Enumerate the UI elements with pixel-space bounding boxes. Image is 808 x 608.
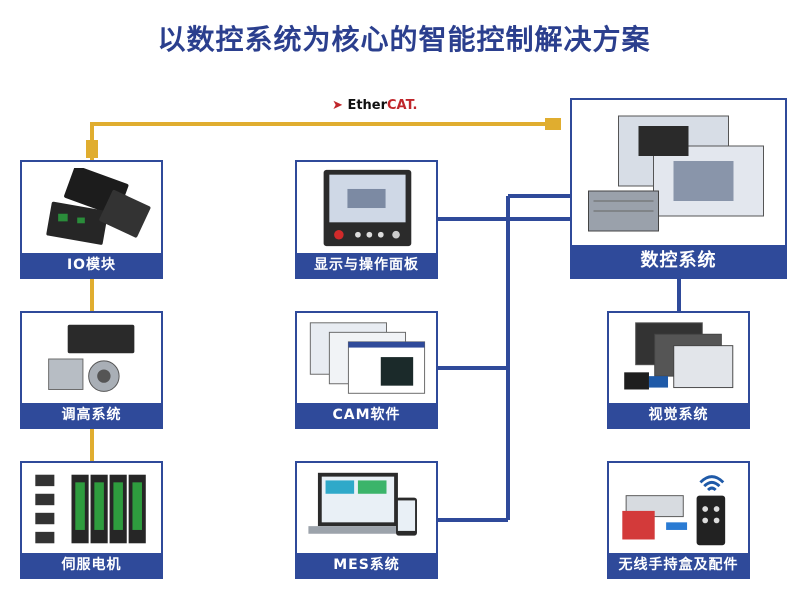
servo-motor-card[interactable]: 伺服电机 bbox=[20, 461, 163, 579]
ethercat-arrow-icon: ➤ bbox=[332, 98, 343, 113]
io-module-label: IO模块 bbox=[22, 253, 161, 277]
mes-system-card[interactable]: MES系统 bbox=[295, 461, 438, 579]
wireless-handheld-card[interactable]: 无线手持盒及配件 bbox=[607, 461, 750, 579]
wireless-handheld-label: 无线手持盒及配件 bbox=[609, 553, 748, 577]
wireless-handheld-image bbox=[615, 469, 742, 549]
bus-connector-left bbox=[86, 140, 98, 158]
ethercat-bus-line bbox=[90, 122, 560, 160]
height-control-image bbox=[28, 319, 155, 399]
servo-motor-image bbox=[28, 469, 155, 549]
vision-system-label: 视觉系统 bbox=[609, 403, 748, 427]
io-module-card[interactable]: IO模块 bbox=[20, 160, 163, 279]
height-control-label: 调高系统 bbox=[22, 403, 161, 427]
height-control-card[interactable]: 调高系统 bbox=[20, 311, 163, 429]
hmi-panel-image bbox=[303, 168, 430, 249]
mes-system-label: MES系统 bbox=[297, 553, 436, 577]
cam-software-label: CAM软件 bbox=[297, 403, 436, 427]
mes-system-image bbox=[303, 469, 430, 549]
cnc-system-card[interactable]: 数控系统 bbox=[570, 98, 787, 279]
cam-software-image bbox=[303, 319, 430, 399]
cnc-system-label: 数控系统 bbox=[572, 245, 785, 277]
page-title: 以数控系统为核心的智能控制解决方案 bbox=[157, 23, 651, 56]
hmi-card[interactable]: 显示与操作面板 bbox=[295, 160, 438, 279]
vision-system-card[interactable]: 视觉系统 bbox=[607, 311, 750, 429]
cnc-system-image bbox=[578, 106, 779, 241]
io-module-image bbox=[28, 165, 155, 249]
cam-software-card[interactable]: CAM软件 bbox=[295, 311, 438, 429]
ethercat-logo: ➤ EtherCAT. bbox=[332, 98, 418, 113]
vision-system-image bbox=[615, 319, 742, 399]
bus-connector-right bbox=[545, 118, 561, 130]
wifi-icon bbox=[699, 475, 725, 492]
hmi-label: 显示与操作面板 bbox=[297, 253, 436, 277]
servo-motor-label: 伺服电机 bbox=[22, 553, 161, 577]
